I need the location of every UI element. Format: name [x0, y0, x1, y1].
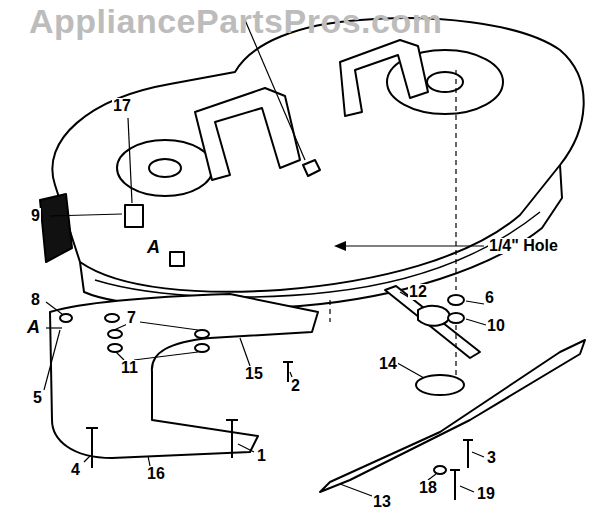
bolt — [450, 470, 460, 500]
centerline — [330, 70, 456, 376]
bracket-a — [125, 205, 143, 227]
blade-lower — [320, 340, 585, 492]
leader-line — [128, 118, 132, 203]
leader-line — [148, 456, 150, 466]
callout-number: 13 — [372, 494, 392, 510]
callout-letter: A — [146, 238, 161, 256]
idler-nut — [303, 160, 320, 176]
callout-number: 18 — [418, 480, 438, 496]
baffle-plate — [50, 294, 318, 458]
blade-upper — [385, 286, 480, 358]
leader-line — [466, 319, 486, 325]
leader-line — [290, 372, 292, 377]
hole-label: 1/4" Hole — [488, 238, 559, 254]
leader-line — [46, 302, 62, 314]
leader-line — [466, 301, 484, 304]
bolt — [86, 428, 98, 468]
leader-line — [240, 338, 250, 366]
leader-line — [44, 330, 60, 390]
left-pulley-hub — [149, 159, 181, 177]
washer — [195, 344, 209, 352]
leader-line — [238, 444, 254, 452]
callout-number: 7 — [126, 310, 137, 326]
hanger-bracket — [195, 88, 300, 180]
callout-number: 6 — [484, 290, 495, 306]
leader-line — [460, 486, 474, 492]
bracket-a2 — [170, 252, 184, 266]
callout-number: 2 — [290, 378, 301, 394]
deck-shell — [52, 18, 583, 292]
leader-line — [50, 214, 122, 216]
a-arrow — [46, 327, 62, 328]
nut — [60, 314, 72, 322]
chute-deflector — [40, 194, 72, 262]
leader-line — [472, 452, 484, 457]
leader-line — [116, 352, 198, 360]
arrowhead — [334, 241, 346, 251]
watermark: AppliancePartsPros.com — [28, 4, 443, 38]
hole-arrow — [340, 245, 484, 246]
blade-adapter — [418, 306, 450, 326]
washer — [108, 344, 122, 352]
callout-number: 14 — [378, 356, 398, 372]
hanger-bracket — [340, 40, 428, 116]
callout-number: 16 — [146, 466, 166, 482]
callout-number: 1 — [256, 448, 267, 464]
callout-number: 9 — [30, 208, 41, 224]
callout-number: 17 — [112, 98, 132, 114]
leader-line — [340, 484, 372, 496]
bolt — [226, 420, 238, 458]
right-pulley-hub — [427, 72, 463, 92]
spindle-nut — [448, 295, 464, 305]
callout-number: 3 — [486, 450, 497, 466]
bolt — [463, 440, 473, 468]
callout-number: 12 — [408, 284, 428, 300]
callout-letter: A — [26, 318, 41, 336]
leader-line — [84, 456, 90, 462]
spindle-washer — [448, 313, 464, 323]
callout-number: 15 — [244, 366, 264, 382]
deck-rim — [95, 212, 540, 297]
callout-number: 4 — [70, 462, 81, 478]
deck-skirt — [80, 165, 562, 309]
callout-number: 19 — [476, 486, 496, 502]
callout-number: 5 — [32, 390, 43, 406]
nut — [105, 314, 119, 322]
washer — [434, 466, 446, 474]
callout-number: 8 — [30, 292, 41, 308]
nut — [195, 330, 209, 338]
callout-number: 10 — [486, 318, 506, 334]
washer — [108, 330, 122, 338]
callout-number: 11 — [120, 360, 139, 376]
top-leader — [245, 20, 305, 160]
